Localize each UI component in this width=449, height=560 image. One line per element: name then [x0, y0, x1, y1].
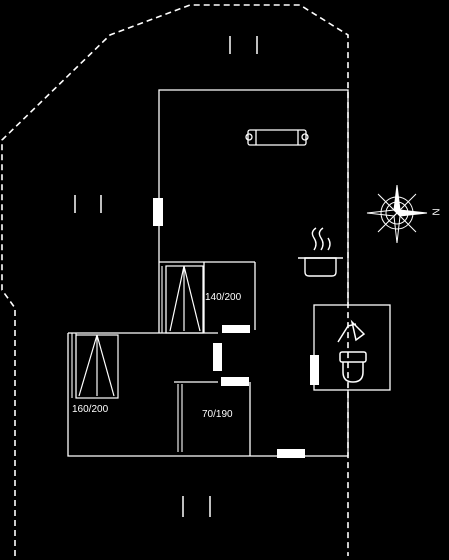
sofa-icon	[245, 129, 309, 146]
bathroom	[313, 304, 391, 391]
bed-size-label: 70/190	[202, 409, 233, 420]
bed-size-label: 160/200	[72, 404, 109, 415]
toilet-icon	[339, 351, 367, 383]
compass-north-label: N	[429, 208, 441, 216]
doors	[153, 198, 319, 458]
bed-size-label: 140/200	[205, 292, 242, 303]
cooking-pot-icon	[298, 227, 343, 277]
plot-boundary	[1, 4, 349, 556]
bed-icon	[75, 334, 119, 399]
terrace-marks	[74, 36, 258, 517]
shower-icon	[337, 319, 366, 343]
bed-icon	[165, 265, 204, 334]
compass-rose-icon	[366, 184, 428, 244]
